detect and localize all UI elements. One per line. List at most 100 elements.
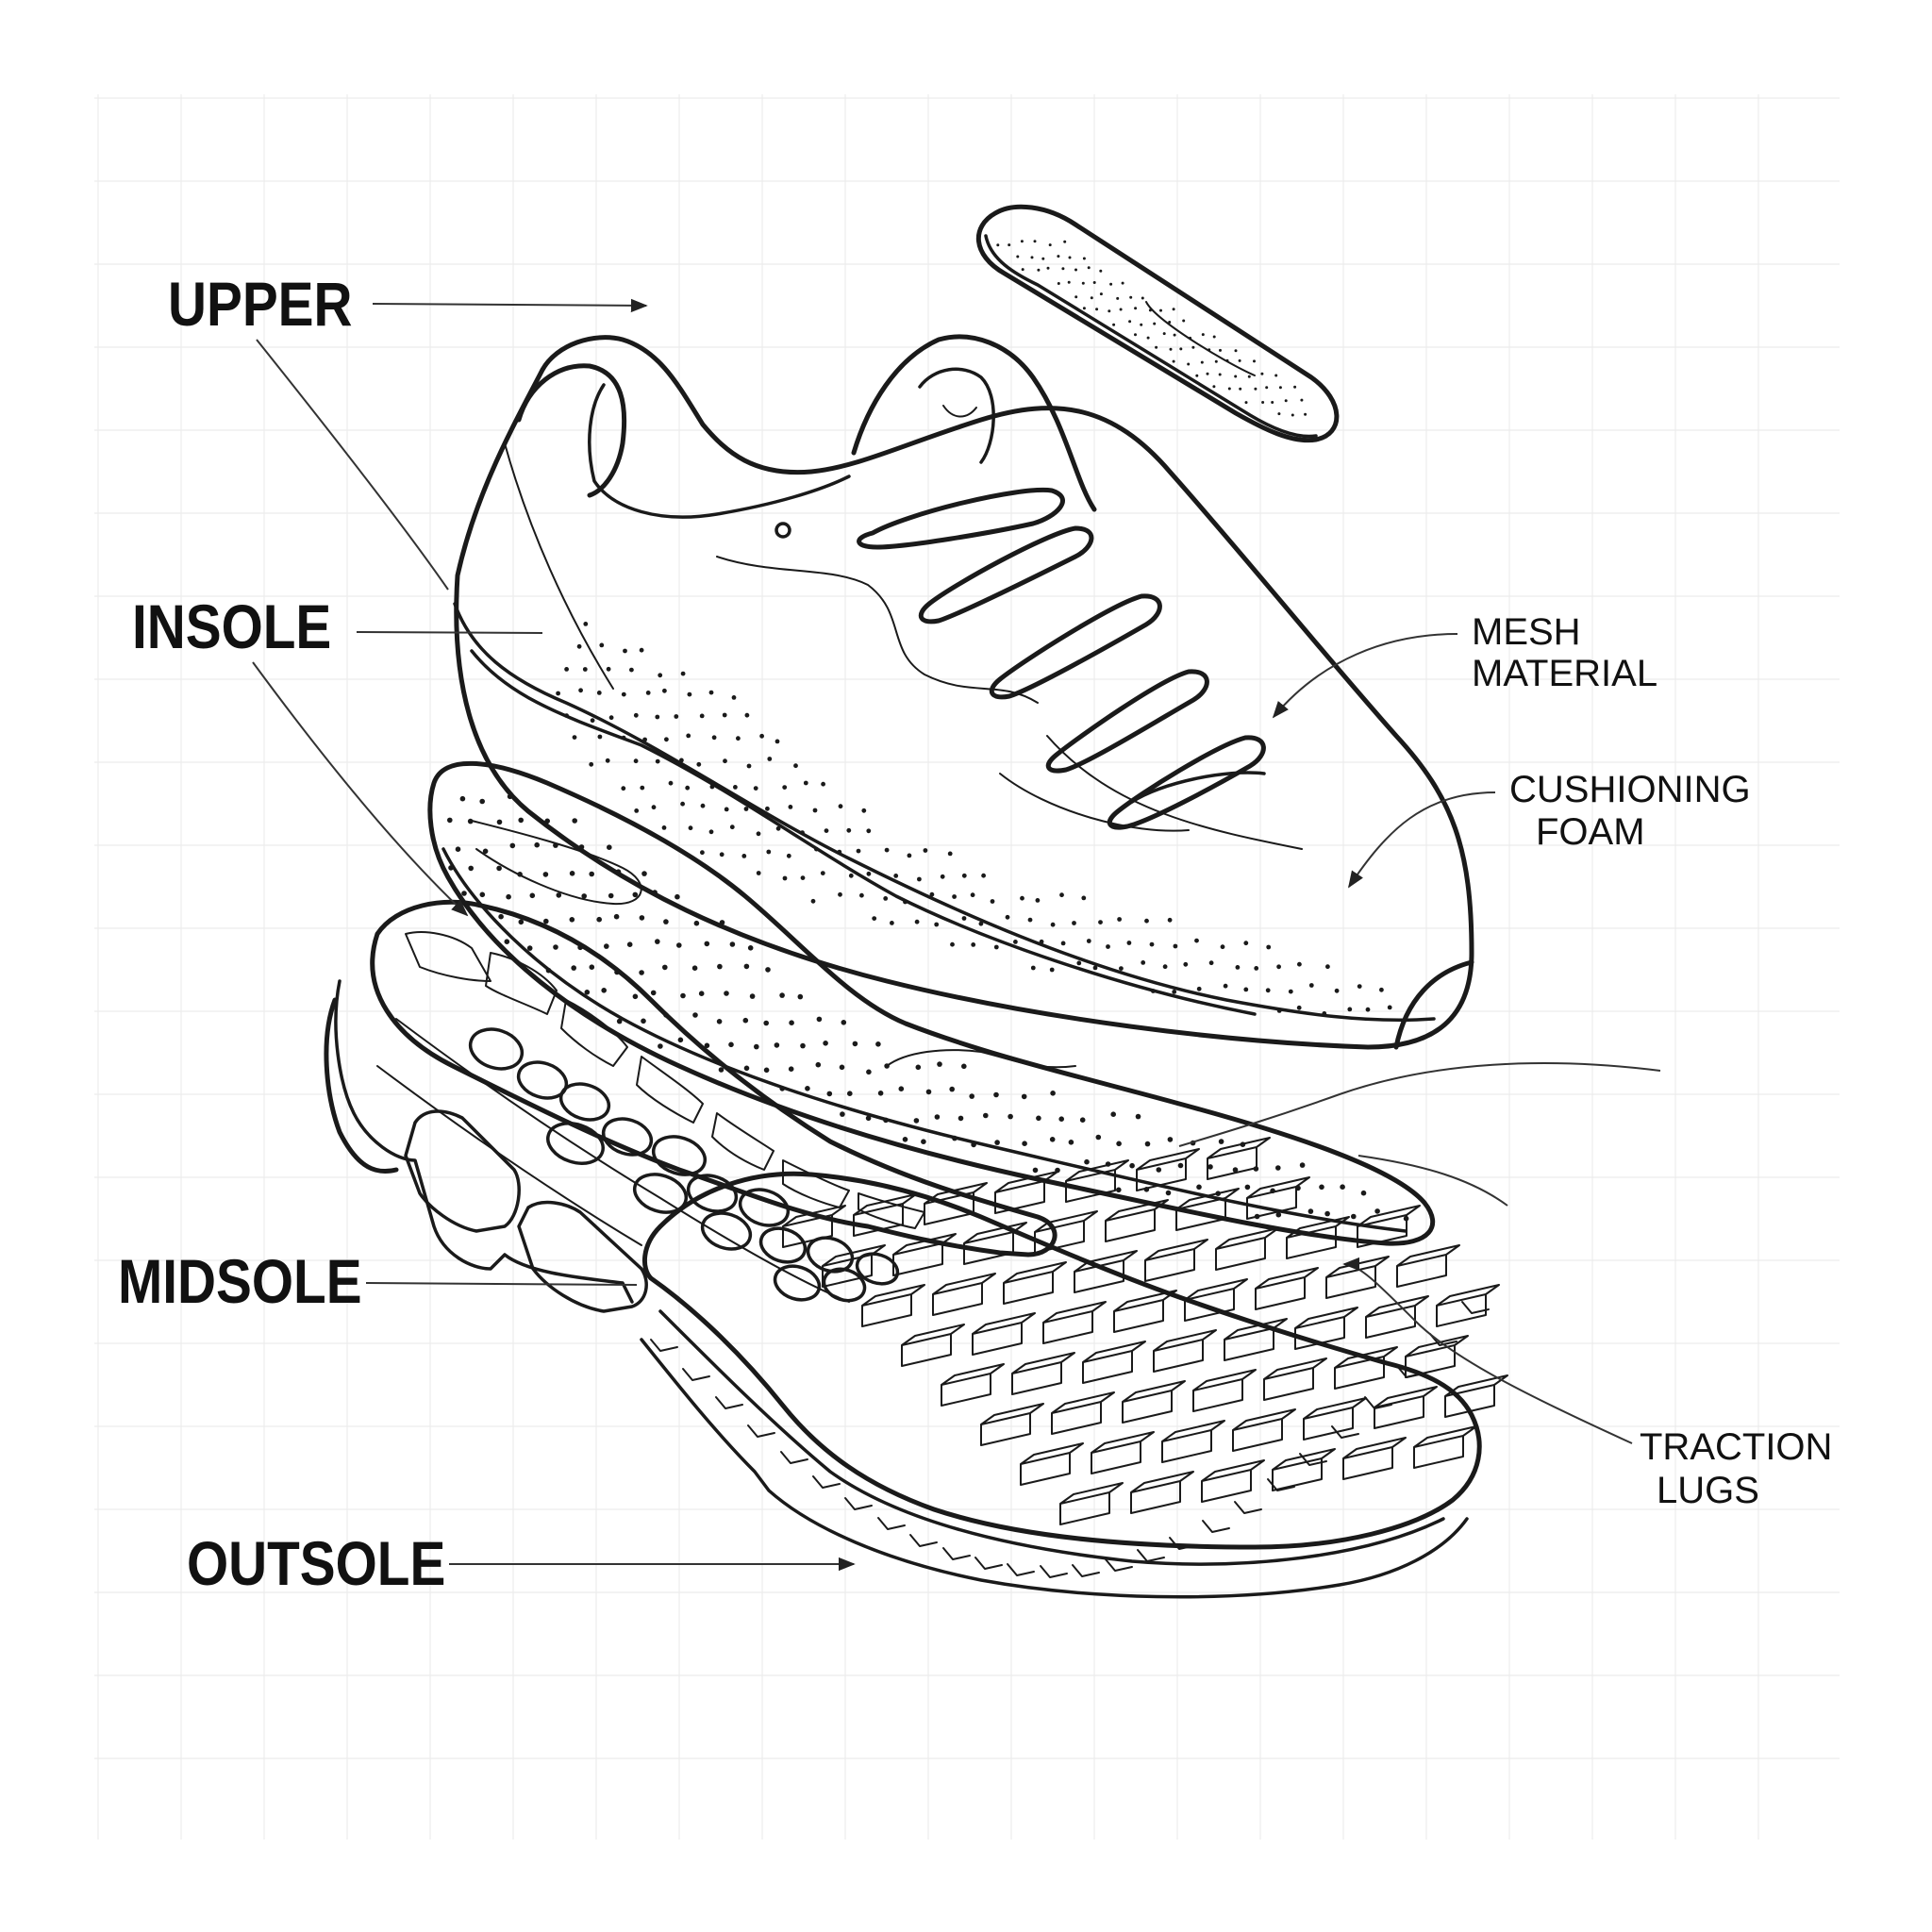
texture-dot — [958, 1115, 964, 1122]
callout-mesh-line1: MESH — [1472, 611, 1581, 653]
texture-dot — [1291, 413, 1294, 417]
texture-dot — [626, 941, 633, 947]
cushion-pod — [758, 1226, 808, 1264]
texture-dot — [914, 919, 920, 924]
texture-dot — [743, 963, 750, 970]
texture-dot — [767, 757, 773, 761]
traction-lug — [932, 1273, 996, 1316]
texture-dot — [937, 1061, 942, 1067]
texture-dot — [578, 844, 585, 850]
texture-dot — [542, 872, 549, 877]
texture-dot — [615, 869, 622, 874]
texture-dot — [728, 1041, 734, 1048]
texture-dot — [639, 647, 644, 653]
texture-dot — [1037, 268, 1041, 272]
texture-dot — [749, 993, 756, 999]
texture-dot — [1247, 375, 1251, 378]
texture-dot — [1278, 386, 1282, 390]
texture-dot — [746, 763, 752, 769]
traction-lug — [1034, 1210, 1098, 1254]
texture-dot — [1033, 240, 1037, 243]
texture-dot — [1032, 1167, 1039, 1174]
texture-dot — [468, 865, 475, 872]
traction-lug — [963, 1222, 1027, 1265]
texture-dot — [1165, 1190, 1172, 1196]
texture-dot — [736, 736, 741, 741]
texture-dot — [634, 808, 640, 813]
texture-dot — [1284, 399, 1288, 403]
texture-dot — [1134, 307, 1138, 310]
texture-dot — [1061, 267, 1065, 271]
tread-nub — [650, 1339, 678, 1352]
cushion-pod — [686, 1174, 739, 1213]
texture-dot — [1046, 266, 1050, 270]
traction-lug — [1113, 1290, 1177, 1333]
tread-nub — [812, 1475, 841, 1489]
texture-dot — [1059, 892, 1064, 898]
texture-dot — [583, 622, 589, 626]
texture-dot — [1214, 359, 1218, 363]
texture-dot — [1057, 282, 1060, 285]
texture-dot — [1232, 1167, 1239, 1173]
traction-lug — [1184, 1278, 1248, 1322]
texture-dot — [722, 712, 727, 718]
texture-dot — [675, 893, 680, 900]
texture-dot — [983, 1112, 989, 1119]
texture-dot — [455, 846, 461, 852]
texture-dot — [934, 922, 940, 927]
texture-dot — [1340, 1184, 1345, 1190]
tread-nub — [747, 1424, 775, 1438]
texture-dot — [556, 691, 560, 696]
texture-dot — [1243, 941, 1249, 946]
traction-lug — [782, 1205, 846, 1248]
traction-lug — [1130, 1471, 1194, 1514]
cushion-pod — [546, 1122, 605, 1165]
texture-dot — [1360, 1190, 1367, 1196]
texture-dot — [1300, 398, 1304, 402]
tread-nub — [1202, 1520, 1230, 1533]
texture-dot — [1016, 255, 1020, 258]
texture-dot — [572, 735, 577, 740]
texture-dot — [718, 1067, 724, 1073]
texture-dot — [793, 763, 798, 769]
texture-dot — [632, 993, 639, 1000]
texture-dot — [1208, 960, 1214, 966]
traction-lug — [1059, 1482, 1124, 1525]
texture-dot — [884, 847, 890, 853]
texture-dot — [993, 944, 999, 950]
texture-dot — [921, 1139, 926, 1144]
texture-dot — [949, 1086, 955, 1092]
texture-dot — [1293, 385, 1297, 389]
texture-dot — [571, 965, 576, 971]
texture-dot — [741, 854, 747, 858]
texture-dot — [866, 871, 872, 876]
texture-dot — [447, 817, 453, 824]
texture-dot — [1159, 308, 1162, 312]
texture-dot — [846, 827, 852, 833]
texture-dot — [1121, 281, 1124, 285]
midsole — [324, 899, 1058, 1313]
texture-dot — [1239, 387, 1242, 391]
texture-dot — [698, 991, 705, 996]
texture-dot — [641, 871, 647, 876]
traction-lug — [1051, 1391, 1115, 1435]
texture-dot — [774, 739, 780, 744]
traction-lug — [1232, 1408, 1296, 1452]
texture-dot — [1261, 401, 1265, 404]
texture-dot — [679, 758, 684, 763]
texture-dot — [866, 1069, 872, 1075]
traction-lug — [1272, 1448, 1336, 1491]
upper-perforation — [556, 622, 1392, 1016]
texture-dot — [800, 830, 805, 835]
texture-dot — [709, 784, 715, 790]
traction-lug — [1294, 1307, 1358, 1350]
texture-dot — [816, 1016, 823, 1023]
texture-dot — [467, 818, 474, 824]
texture-dot — [719, 852, 724, 858]
texture-dot — [652, 890, 658, 895]
texture-dot — [496, 865, 502, 872]
texture-dot — [1177, 1162, 1184, 1169]
texture-dot — [1182, 319, 1186, 323]
texture-dot — [1227, 387, 1231, 391]
tread-nub — [1331, 1425, 1359, 1439]
